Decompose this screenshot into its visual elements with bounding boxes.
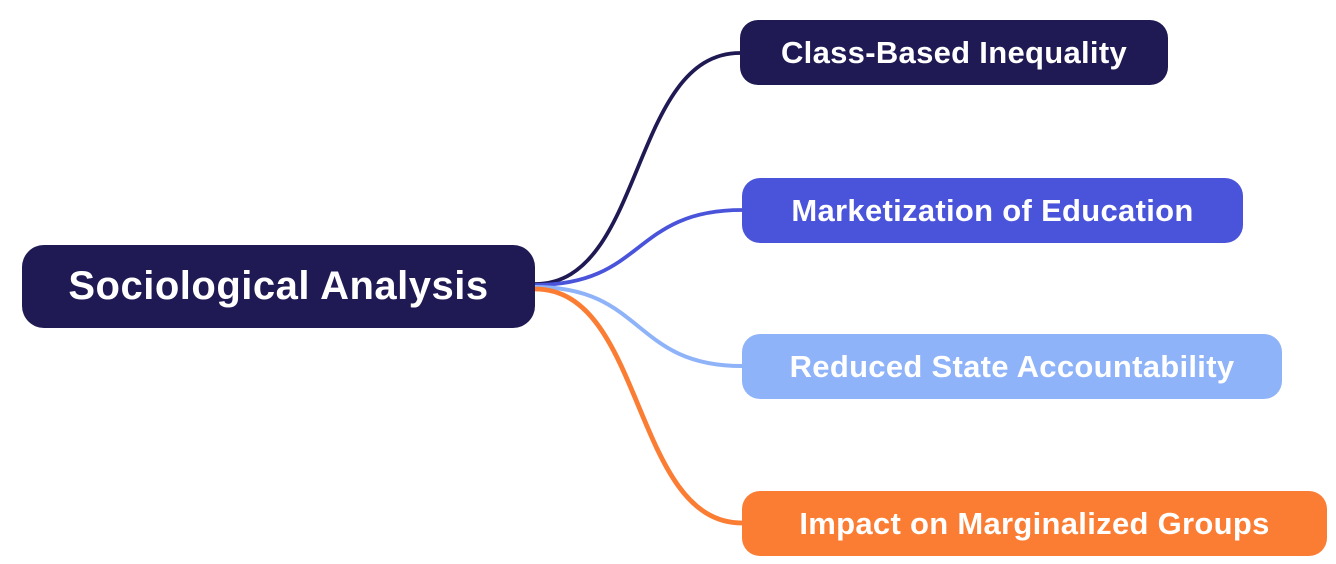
branch-node-impact-on-marginalized-groups[interactable]: Impact on Marginalized Groups — [742, 491, 1327, 556]
connector-marketization-of-education — [533, 208, 744, 287]
branch-node-class-based-inequality[interactable]: Class-Based Inequality — [740, 20, 1168, 85]
branch-node-marketization-of-education[interactable]: Marketization of Education — [742, 178, 1243, 243]
branch-node-reduced-state-accountability[interactable]: Reduced State Accountability — [742, 334, 1282, 399]
root-node-sociological-analysis[interactable]: Sociological Analysis — [22, 245, 535, 328]
connector-reduced-state-accountability — [533, 285, 744, 368]
connector-class-based-inequality — [533, 51, 742, 286]
connector-impact-on-marginalized-groups — [532, 286, 745, 526]
